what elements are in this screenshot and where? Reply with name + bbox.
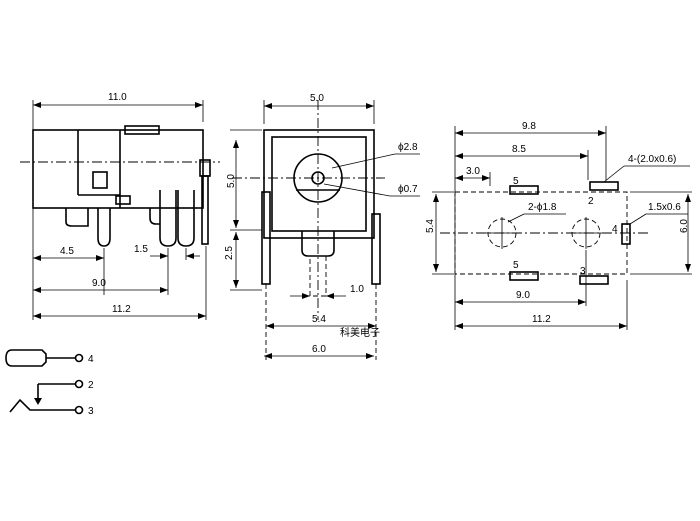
fp-dim-5-4: 5.4 xyxy=(425,219,436,233)
fp-dim-3-0: 3.0 xyxy=(466,166,480,177)
fp-dim-9-0: 9.0 xyxy=(516,290,530,301)
side-window xyxy=(92,171,108,189)
side-dim-a: 4.5 xyxy=(60,246,74,257)
pad-4 xyxy=(621,223,631,245)
schematic-symbol: 4 2 3 xyxy=(5,349,94,417)
front-dim-pin: 1.0 xyxy=(350,284,364,295)
schematic-pin-4: 4 xyxy=(88,354,94,365)
pad-5-top xyxy=(509,185,539,195)
side-dim-c: 9.0 xyxy=(92,278,106,289)
pad-2 xyxy=(589,181,619,191)
side-view: 11.0 4.5 1.5 9.0 11.2 xyxy=(20,92,220,320)
pcb-footprint: 5 5 2 3 4 9.8 8.5 3.0 4-(2.0x0.6) 2-ϕ1.8 xyxy=(425,121,692,330)
side-dim-d: 11.2 xyxy=(112,304,131,315)
schematic-pin-3: 3 xyxy=(88,406,94,417)
watermark: 科美电子 xyxy=(340,326,380,339)
front-hole-large: ϕ2.8 xyxy=(398,142,418,153)
schematic-barrel xyxy=(5,349,47,367)
side-dim-b: 1.5 xyxy=(134,244,148,255)
front-hole-small: ϕ0.7 xyxy=(398,184,418,195)
pad-label-4: 4 xyxy=(612,224,618,235)
pad-5-bottom xyxy=(509,271,539,281)
front-dim-top: 5.0 xyxy=(310,93,324,104)
fp-holes-label: 2-ϕ1.8 xyxy=(528,202,557,213)
fp-dim-11-2: 11.2 xyxy=(532,314,551,325)
fp-dim-8-5: 8.5 xyxy=(512,144,526,155)
front-dim-width: 6.0 xyxy=(312,344,326,355)
front-view: 5.0 5.0 2.5 ϕ2.8 ϕ0.7 1.0 5.4 6.0 xyxy=(224,93,420,360)
fp-dim-9-8: 9.8 xyxy=(522,121,536,132)
pad-label-3: 3 xyxy=(580,266,586,277)
pad-label-5-top: 5 xyxy=(513,176,519,187)
fp-pads-label: 4-(2.0x0.6) xyxy=(628,154,676,165)
front-body xyxy=(263,129,375,239)
side-dim-top: 11.0 xyxy=(108,92,127,103)
fp-dim-6-0: 6.0 xyxy=(679,219,690,233)
pad-3 xyxy=(579,275,609,285)
fp-pad-1-5: 1.5x0.6 xyxy=(648,202,681,213)
front-dim-left-lower: 2.5 xyxy=(224,246,235,260)
front-dim-left-upper: 5.0 xyxy=(226,174,237,188)
schematic-pin-2: 2 xyxy=(88,380,94,391)
pad-label-2: 2 xyxy=(588,196,594,207)
pad-label-5-bottom: 5 xyxy=(513,260,519,271)
front-dim-pitch: 5.4 xyxy=(312,314,326,325)
